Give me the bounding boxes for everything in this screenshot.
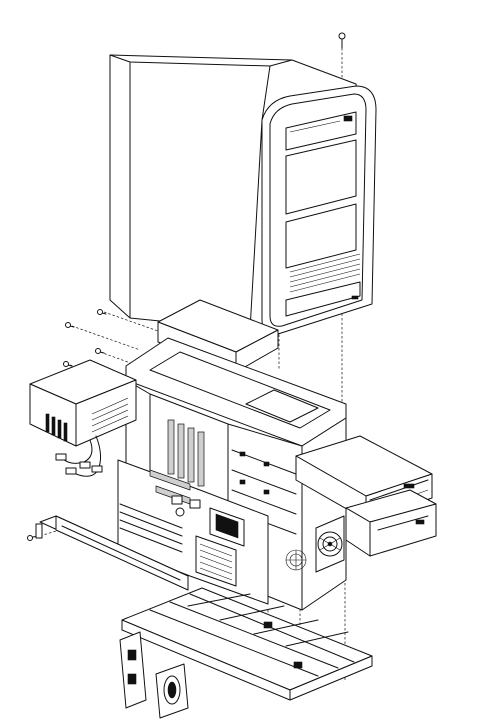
drive-bay-upper: [285, 111, 357, 151]
speaker: [119, 631, 189, 719]
cpu-heatsink: [195, 535, 237, 587]
motherboard: [117, 459, 269, 605]
memory-slots: [149, 469, 201, 509]
expansion-slots: [119, 503, 183, 553]
slot-covers: [167, 419, 205, 487]
front-vent-grille: [285, 253, 361, 317]
front-bezel: [261, 85, 377, 335]
screw-icon: [63, 361, 73, 367]
drive-bay-middle: [285, 139, 357, 215]
psu-cables: [55, 435, 103, 477]
floppy-drive: [345, 489, 437, 557]
tower-cover: [109, 54, 359, 331]
screw-icon: [65, 322, 75, 328]
screw-icon: [338, 32, 346, 49]
cpu-socket: [209, 507, 245, 547]
base-ribs: [149, 593, 355, 677]
cooling-fan: [315, 515, 345, 573]
psu-vents: [45, 413, 68, 442]
chassis-base: [121, 587, 373, 701]
battery-icon: [175, 507, 185, 517]
screw-icon: [97, 309, 107, 315]
drive-bay-lower: [285, 203, 357, 269]
side-vents: [285, 549, 307, 571]
power-supply: [29, 359, 137, 477]
expansion-card: [35, 515, 189, 591]
screw-icon: [95, 348, 105, 354]
psu-fan-grille: [91, 397, 129, 433]
